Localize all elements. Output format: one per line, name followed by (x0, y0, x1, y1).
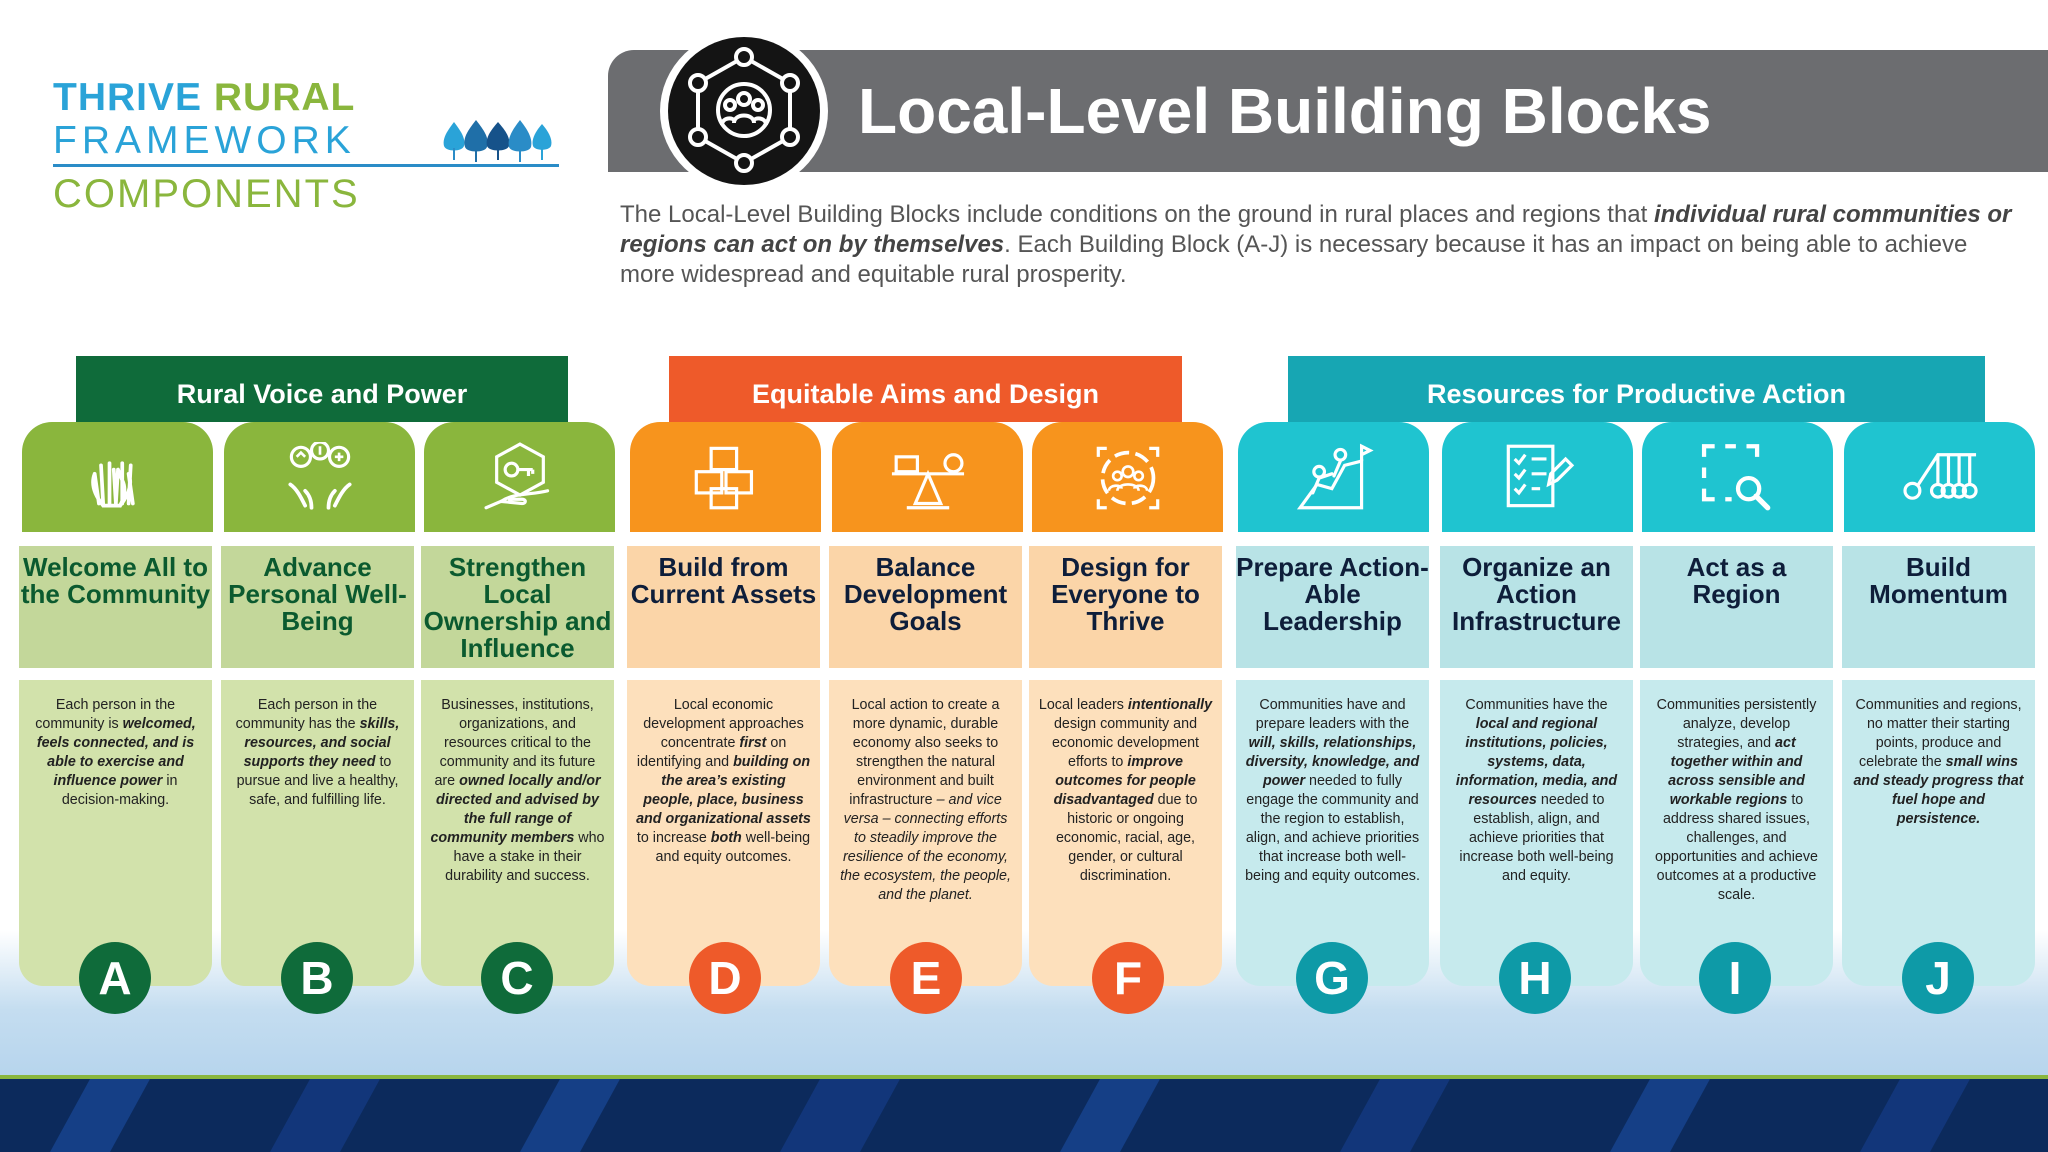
building-blocks-icon (694, 446, 753, 510)
checklist-icon (1506, 444, 1574, 508)
community-network-icon (688, 47, 800, 173)
block-c-letter-badge: C (481, 942, 553, 1014)
block-h-name: Organize an Action Infrastructure (1440, 546, 1633, 668)
block-f-name: Design for Everyone to Thrive (1029, 546, 1222, 668)
block-e-name: Balance Development Goals (829, 546, 1022, 668)
wellbeing-hands-icon (287, 442, 352, 510)
brand-line-3: COMPONENTS (53, 172, 360, 216)
block-i-name: Act as a Region (1640, 546, 1833, 668)
block-d-name: Build from Current Assets (627, 546, 820, 668)
block-a-name: Welcome All to the Community (19, 546, 212, 668)
block-b-name: Advance Personal Well-Being (221, 546, 414, 668)
block-g-letter-badge: G (1296, 942, 1368, 1014)
block-e-description: Local action to create a more dynamic, d… (829, 680, 1022, 986)
block-i-letter-badge: I (1699, 942, 1771, 1014)
group-header-rural-voice: Rural Voice and Power (76, 356, 568, 422)
region-search-icon (1701, 444, 1770, 511)
block-a-icon-tile (22, 422, 213, 532)
block-d-letter-badge: D (689, 942, 761, 1014)
block-c-description: Businesses, institutions, organizations,… (421, 680, 614, 986)
block-b-icon-tile (224, 422, 415, 532)
ownership-key-icon (483, 442, 549, 510)
balance-seesaw-icon (891, 453, 964, 510)
intro-paragraph: The Local-Level Building Blocks include … (620, 201, 2012, 288)
brand-divider (53, 164, 559, 167)
block-e-icon-tile (832, 422, 1023, 532)
block-c-name: Strengthen Local Ownership and Influence (421, 546, 614, 668)
framework-brand: THRIVE RURAL FRAMEWORK COMPONENTS (53, 76, 559, 216)
block-g-name: Prepare Action-Able Leadership (1236, 546, 1429, 668)
decorative-floor (0, 1075, 2048, 1152)
block-i-icon-tile (1642, 422, 1833, 532)
block-d-description: Local economic development approaches co… (627, 680, 820, 986)
design-people-icon (1096, 446, 1159, 510)
trees-logo-icon (443, 120, 552, 162)
block-j-letter-badge: J (1902, 942, 1974, 1014)
block-h-description: Communities have the local and regional … (1440, 680, 1633, 986)
block-f-letter-badge: F (1092, 942, 1164, 1014)
newtons-cradle-icon (1902, 453, 1978, 500)
block-b-description: Each person in the community has the ski… (221, 680, 414, 986)
climbing-leadership-icon (1296, 443, 1374, 510)
brand-line-2: FRAMEWORK (53, 119, 356, 162)
block-c-icon-tile (424, 422, 615, 532)
block-g-description: Communities have and prepare leaders wit… (1236, 680, 1429, 986)
block-f-icon-tile (1032, 422, 1223, 532)
block-j-name: Build Momentum (1842, 546, 2035, 668)
raised-hands-icon (90, 461, 135, 508)
block-e-letter-badge: E (890, 942, 962, 1014)
block-j-icon-tile (1844, 422, 2035, 532)
page-title: Local-Level Building Blocks (858, 75, 1712, 147)
block-a-letter-badge: A (79, 942, 151, 1014)
block-d-icon-tile (630, 422, 821, 532)
block-a-description: Each person in the community is welcomed… (19, 680, 212, 986)
block-g-icon-tile (1238, 422, 1429, 532)
brand-line-1: THRIVE RURAL (53, 76, 356, 119)
title-banner: Local-Level Building Blocks (608, 50, 2048, 172)
block-j-description: Communities and regions, no matter their… (1842, 680, 2035, 986)
block-h-letter-badge: H (1499, 942, 1571, 1014)
block-h-icon-tile (1442, 422, 1633, 532)
block-b-letter-badge: B (281, 942, 353, 1014)
block-f-description: Local leaders intentionally design commu… (1029, 680, 1222, 986)
group-header-resources: Resources for Productive Action (1288, 356, 1985, 422)
title-badge (660, 30, 828, 192)
block-i-description: Communities persistently analyze, develo… (1640, 680, 1833, 986)
group-header-equitable-aims: Equitable Aims and Design (669, 356, 1182, 422)
